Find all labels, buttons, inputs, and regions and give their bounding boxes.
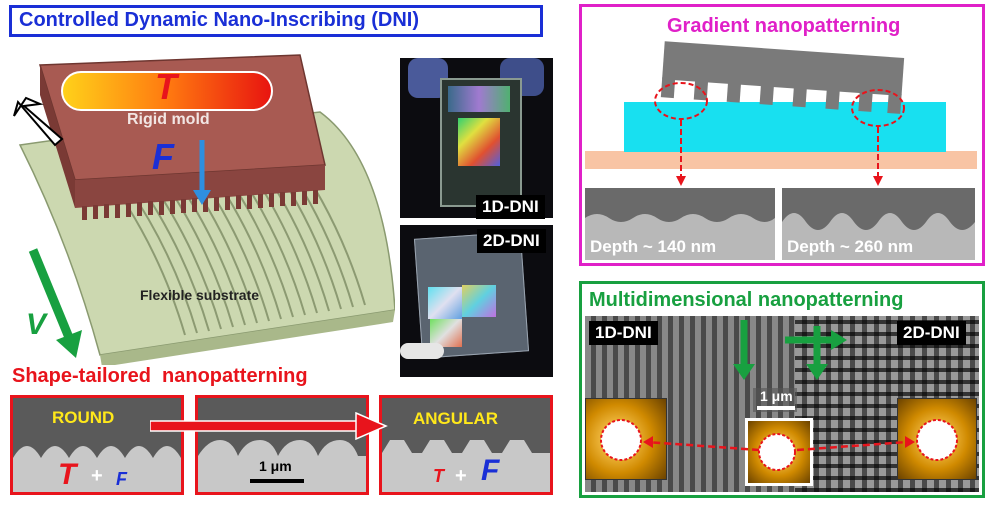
- base-layer: [585, 151, 977, 169]
- multi-1d-label: 1D-DNI: [589, 321, 658, 345]
- gradient-panel: [579, 4, 985, 266]
- mold-label: Rigid mold: [127, 111, 210, 128]
- angular-label: ANGULAR: [413, 409, 498, 428]
- depth-140-label: Depth ~ 140 nm: [590, 237, 717, 256]
- left-highlight: [654, 82, 708, 120]
- sem-middle-panel: [195, 395, 369, 495]
- multi-overlay: [600, 320, 958, 471]
- angular-plus: +: [455, 465, 467, 487]
- multi-2d-label: 2D-DNI: [897, 321, 966, 345]
- multi-scale-bar-label: 1 μm: [760, 388, 793, 404]
- angular-force: F: [481, 454, 500, 487]
- angular-temperature: T: [433, 466, 444, 486]
- multi-title: Multidimensional nanopatterning: [589, 289, 904, 311]
- round-plus: +: [91, 465, 103, 487]
- depth-260-label: Depth ~ 260 nm: [787, 237, 914, 256]
- mold-teeth: [82, 190, 318, 220]
- shape-title: Shape-tailored nanopatterning: [12, 365, 308, 387]
- photo-2d-label: 2D-DNI: [477, 229, 546, 253]
- sem-round-panel: [10, 395, 184, 495]
- sem-depth-140: [585, 188, 775, 260]
- dni-title: Controlled Dynamic Nano-Inscribing (DNI): [19, 9, 420, 31]
- force-symbol: F: [152, 136, 174, 177]
- dni-title-box: [9, 5, 543, 37]
- dni-schematic: [13, 54, 395, 365]
- velocity-symbol: V: [26, 308, 47, 341]
- substrate-label: Flexible substrate: [140, 287, 260, 303]
- multi-panel: [579, 281, 985, 498]
- photo-1d: [400, 58, 553, 218]
- sem-angular-panel: [379, 395, 553, 495]
- velocity-arrow-icon: [28, 248, 75, 342]
- substrate-edge: [100, 310, 395, 365]
- gradient-title: Gradient nanopatterning: [667, 15, 901, 37]
- motion-arrow-icon: [13, 96, 64, 147]
- right-highlight: [851, 89, 905, 127]
- round-force: F: [116, 469, 127, 489]
- heater-bar: [61, 71, 273, 111]
- round-to-angular-arrow-icon: [150, 412, 388, 440]
- sem-depth-260: [782, 188, 975, 260]
- temperature-symbol: T: [155, 66, 177, 107]
- middle-scale-bar-label: 1 μm: [259, 458, 292, 474]
- photo-1d-label: 1D-DNI: [476, 195, 545, 219]
- round-temperature: T: [58, 458, 77, 491]
- gradient-schematic: [585, 41, 977, 186]
- round-label: ROUND: [52, 408, 115, 427]
